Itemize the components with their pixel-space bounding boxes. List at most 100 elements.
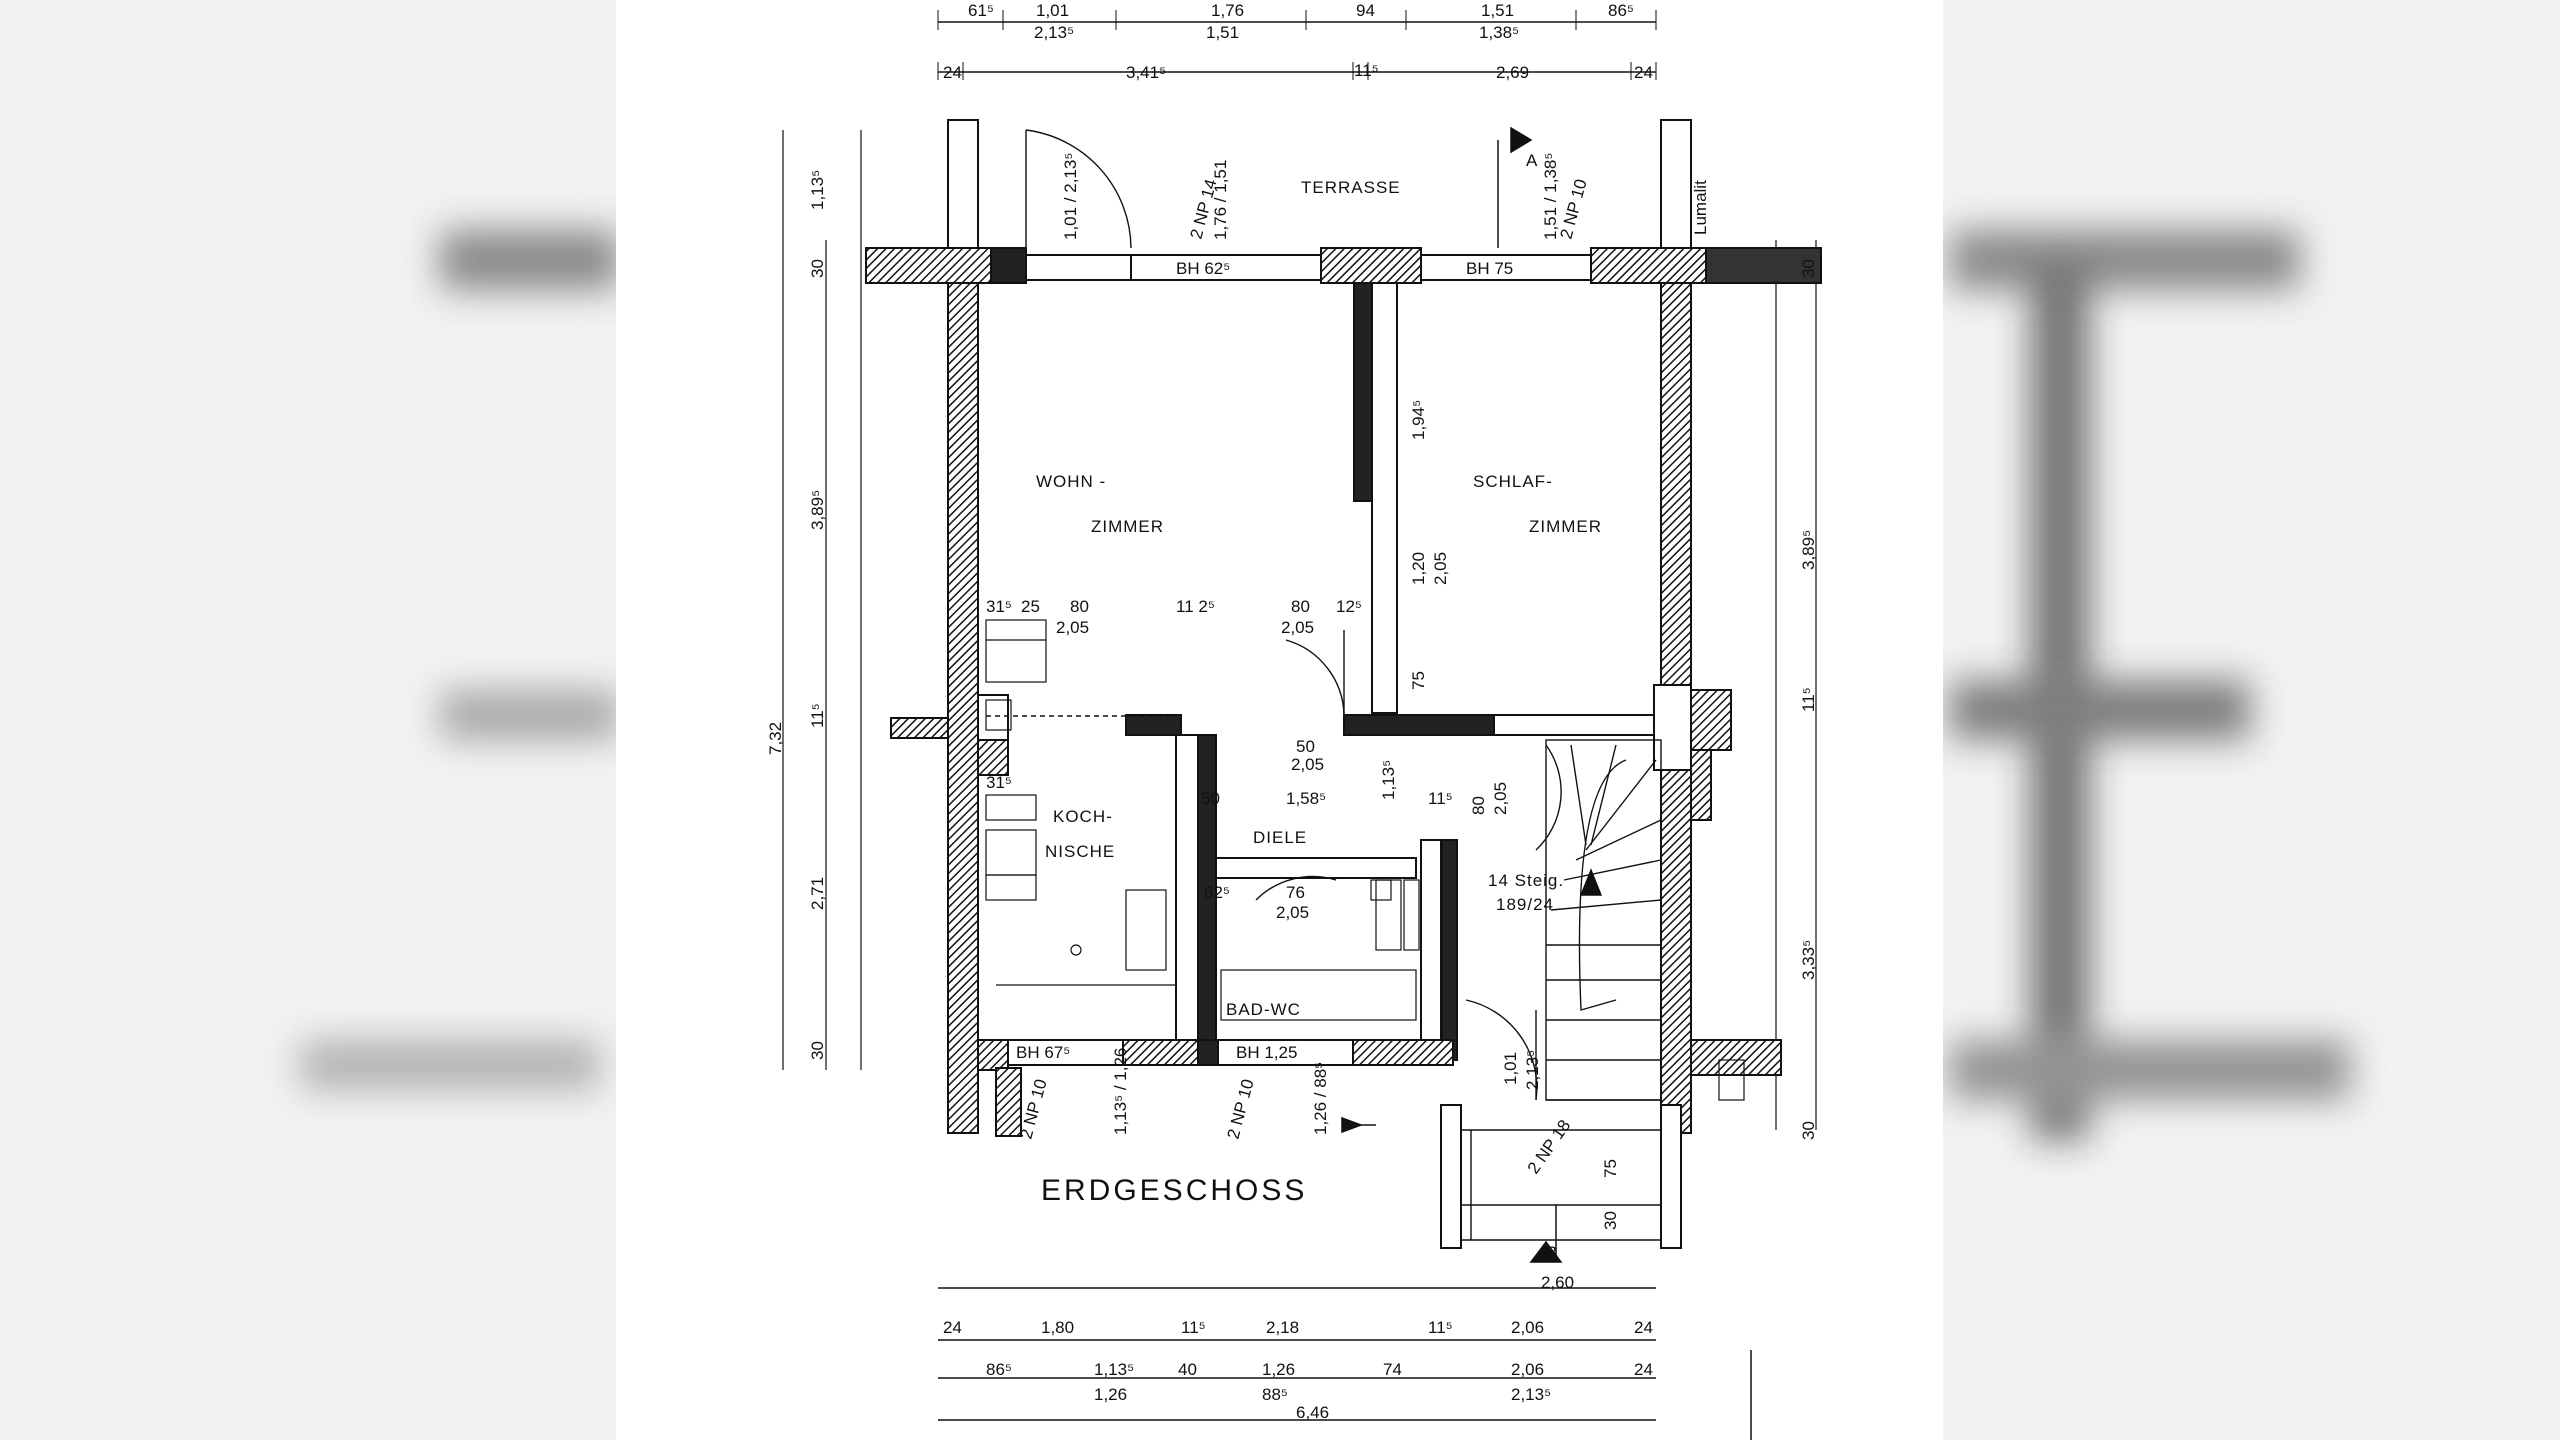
bath-fixtures — [1220, 879, 1420, 1021]
dim-top-4: 94 — [1356, 1, 1375, 20]
floor-plan-sheet: ERDGESCHOSS TERRASSE WOHN - ZIMMER SCHLA… — [616, 0, 1943, 1440]
dim-wall-3: 2,05 — [1431, 552, 1450, 585]
dim-entry-2: 2,13⁵ — [1523, 1050, 1542, 1090]
dim-inner-2: 25 — [1021, 597, 1040, 616]
dim-inner-5: 80 — [1291, 597, 1310, 616]
stairs-label-2: 189/24 — [1496, 895, 1554, 914]
top-dimension-lines — [937, 10, 1657, 80]
room-bedroom-label-2: ZIMMER — [1529, 517, 1602, 536]
note-door-right-dims: 1,51 / 1,38⁵ — [1541, 153, 1560, 240]
dim-top2-1: 24 — [943, 63, 962, 82]
note-door-right: 2 NP 10 — [1557, 177, 1591, 241]
note-lumalit: Lumalit — [1691, 180, 1710, 235]
dim-wall-2: 1,20 — [1409, 552, 1428, 585]
dim-hall-5: 1,13⁵ — [1379, 760, 1398, 800]
room-bedroom-label-1: SCHLAF- — [1473, 472, 1553, 491]
dim-top-6: 86⁵ — [1608, 1, 1634, 20]
dim-hall-2: 2,05 — [1291, 755, 1324, 774]
room-kitchen-label-1: KOCH- — [1053, 807, 1113, 826]
room-terrace-label: TERRASSE — [1301, 178, 1401, 197]
dim-bot2-4: 1,26 — [1262, 1360, 1295, 1379]
dim-inner-8: 2,05 — [1281, 618, 1314, 637]
window-label-2: BH 75 — [1466, 259, 1513, 278]
kitchen-fixtures — [985, 619, 1745, 1101]
note-door-terrace-dims2: 1,76 / 1,51 — [1211, 160, 1230, 240]
dim-wall-4: 75 — [1409, 671, 1428, 690]
dim-kitchen-4: 2,05 — [1276, 903, 1309, 922]
dim-bot2-2: 1,13⁵ — [1094, 1360, 1134, 1379]
floor-plan-drawing: ERDGESCHOSS TERRASSE WOHN - ZIMMER SCHLA… — [766, 1, 1822, 1440]
dim-top2-5: 24 — [1634, 63, 1653, 82]
dim-bot-3: 11⁵ — [1181, 1318, 1206, 1337]
stairs-label-1: 14 Steig. — [1488, 871, 1564, 890]
dim-kitchen-3: 76 — [1286, 883, 1305, 902]
dim-top-2: 1,01 — [1036, 1, 1069, 20]
dim-inner-7: 2,05 — [1056, 618, 1089, 637]
staircase — [1545, 739, 1662, 1101]
dim-inner-3: 80 — [1070, 597, 1089, 616]
dim-left-5: 11⁵ — [808, 703, 827, 728]
dim-bot-total: 6,46 — [1296, 1403, 1329, 1422]
dim-entry-3: 75 — [1601, 1159, 1620, 1178]
dim-bot-1: 24 — [943, 1318, 962, 1337]
dim-kitchen-1: 31⁵ — [986, 773, 1012, 792]
dim-bot2-5: 74 — [1383, 1360, 1402, 1379]
dim-bot2-6: 2,06 — [1511, 1360, 1544, 1379]
dim-bot-2: 1,80 — [1041, 1318, 1074, 1337]
dim-right-5: 30 — [1799, 1121, 1818, 1140]
dim-left-6: 2,71 — [808, 877, 827, 910]
note-bottom-3: 2 NP 10 — [1224, 1077, 1258, 1141]
side-dimension-lines — [782, 130, 1817, 1130]
plan-title: ERDGESCHOSS — [1041, 1174, 1307, 1207]
dim-bot-7: 24 — [1634, 1318, 1653, 1337]
dim-top-1: 61⁵ — [968, 1, 994, 20]
section-marker-a: A — [1526, 151, 1538, 170]
dim-top2-4: 2,69 — [1496, 63, 1529, 82]
dim-left-4: 7,32 — [766, 722, 785, 755]
left-wall-bump — [890, 694, 1009, 741]
dim-bot2-1: 86⁵ — [986, 1360, 1012, 1379]
dim-right-3: 11⁵ — [1799, 687, 1818, 712]
dim-left-3: 3,89⁵ — [808, 490, 827, 530]
dim-bot2-3: 40 — [1178, 1360, 1197, 1379]
dim-top-5: 1,51 — [1481, 1, 1514, 20]
dim-left-1: 1,13⁵ — [808, 170, 827, 210]
dim-right-4: 3,33⁵ — [1799, 940, 1818, 980]
dim-bot2-7: 24 — [1634, 1360, 1653, 1379]
note-bottom-2: 1,13⁵ / 1,26 — [1111, 1048, 1130, 1135]
dim-right-2: 3,89⁵ — [1799, 530, 1818, 570]
entry-steps — [1461, 1129, 1661, 1241]
dim-kitchen-2: 62⁵ — [1204, 883, 1230, 902]
room-living-label-1: WOHN - — [1036, 472, 1106, 491]
dim-top2-2: 3,41⁵ — [1126, 63, 1166, 82]
room-living-label-2: ZIMMER — [1091, 517, 1164, 536]
dim-bot2b-2: 88⁵ — [1262, 1385, 1288, 1404]
walls — [865, 119, 1822, 1249]
dim-bot2b-3: 2,13⁵ — [1511, 1385, 1551, 1404]
dim-right-1: 30 — [1799, 259, 1818, 278]
dim-top-b1: 2,13⁵ — [1034, 23, 1074, 42]
dim-bot-5: 11⁵ — [1428, 1318, 1453, 1337]
dim-bot2b-1: 1,26 — [1094, 1385, 1127, 1404]
dim-top2-3: 11⁵ — [1354, 61, 1379, 80]
dim-hall-8: 2,05 — [1491, 782, 1510, 815]
dim-bot-6: 2,06 — [1511, 1318, 1544, 1337]
dim-hall-7: 80 — [1469, 796, 1488, 815]
room-bath-label: BAD-WC — [1226, 1000, 1301, 1019]
room-hall-label: DIELE — [1253, 828, 1307, 847]
dim-bot-4: 2,18 — [1266, 1318, 1299, 1337]
dim-left-2: 30 — [808, 259, 827, 278]
section-markers — [1341, 126, 1563, 1263]
door-swings — [986, 129, 1562, 1101]
dim-top-b3: 1,38⁵ — [1479, 23, 1519, 42]
dim-entry-4: 30 — [1601, 1211, 1620, 1230]
dim-entry-1: 1,01 — [1501, 1052, 1520, 1085]
dim-top-3: 1,76 — [1211, 1, 1244, 20]
dim-inner-4: 11 2⁵ — [1176, 597, 1215, 616]
window-label-1: BH 62⁵ — [1176, 259, 1230, 278]
dim-hall-6: 11⁵ — [1428, 789, 1453, 808]
dim-hall-4: 1,58⁵ — [1286, 789, 1326, 808]
dim-hall-3: 50 — [1201, 789, 1220, 808]
dim-wall-1: 1,94⁵ — [1409, 400, 1428, 440]
